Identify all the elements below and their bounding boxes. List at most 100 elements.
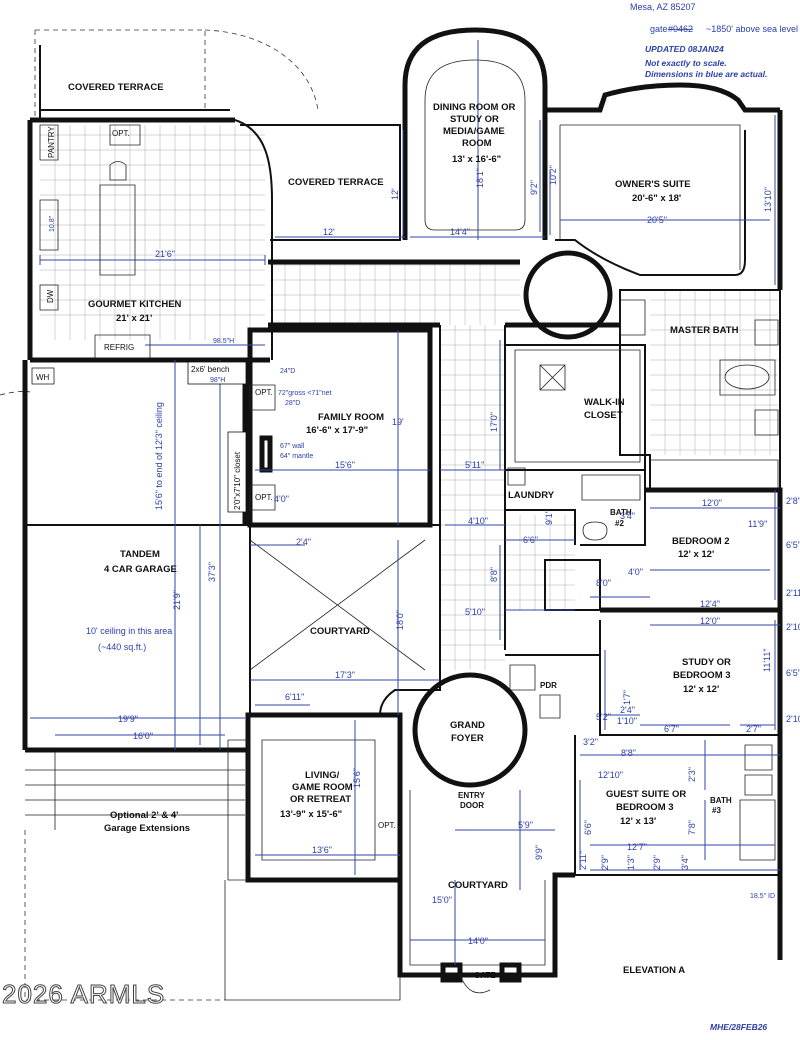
label-opt-kitchen: OPT. [112,129,130,138]
dim-court-14-0: 14'0" [468,936,488,946]
dim-study-6-7: 6'7" [664,724,679,734]
room-bedroom2-size: 12' x 12' [678,549,714,560]
footer-stamp: MHE/28FEB26 [710,1022,767,1032]
garage-extension-2: Garage Extensions [104,823,190,834]
dim-study-2-4: 2'4" [620,705,635,715]
room-kitchen-size: 21' x 21' [116,313,152,324]
dim-garage-21-9: 21'9" [172,590,182,610]
label-wh: WH [36,373,50,382]
dim-bed2-8-0: 8'0" [596,578,611,588]
dim-owners-9-2: 9'2" [529,180,539,195]
dim-closet: 2'0"x7'10" closet [233,451,242,510]
room-living-1: LIVING/ [305,770,340,781]
dim-court-6-11: 6'11" [285,692,304,702]
dim-entry-9-9: 9'9" [534,845,544,860]
dim-28d: 28"D [285,400,300,407]
room-courtyard-1: COURTYARD [310,626,370,637]
dim-family-19: 19' [392,417,404,427]
tile-grid-bath [650,290,778,455]
room-garage-1: TANDEM [120,549,160,560]
dim-terrace-depth: 12' [390,188,400,200]
dim-study-12-0: 12'0" [700,616,720,626]
dim-bench: 2x6' bench [191,365,229,374]
dim-guest-2-9a: 2'9" [600,855,610,870]
label-opt-family-2: OPT. [255,493,273,502]
dim-guest-6-6: 6'6" [583,820,593,835]
dim-bath2-3-4: 3'4" [620,511,635,521]
room-study-size: 12' x 12' [683,684,719,695]
room-laundry: LAUNDRY [508,490,555,501]
room-gate: GATE [474,971,496,980]
dim-court-2-4: 2'4" [296,537,311,547]
dim-study-5-2: 5'2" [596,712,611,722]
header-note-2: Dimensions in blue are actual. [645,69,767,79]
room-bath2-1: BATH [610,508,632,517]
room-guest-2: BEDROOM 3 [616,802,674,813]
room-dining-line-3: MEDIA/GAME [443,126,505,137]
dim-living-13-6: 13'6" [312,845,332,855]
dim-living-15-6: 15'6" [352,768,362,788]
room-foyer-1: GRAND [450,720,485,731]
dim-study-6-5: 6'5" [786,668,800,678]
dim-study-2-7: 2'7" [746,724,761,734]
dim-hall-5-10: 5'10" [465,607,485,617]
label-opt-living: OPT. [378,821,396,830]
dim-guest-2-3: 2'3" [687,767,697,782]
dim-guest-12-7: 12'7" [627,842,647,852]
dim-garage-37-3: 37'3" [207,562,217,582]
dim-study-11-11: 11'11" [762,648,772,672]
dim-hall-6-6: 6'6" [523,535,538,545]
dashed-outlines [0,29,319,396]
dim-owners-depth: 13'10" [763,187,773,212]
dim-garage-16-0: 16'0" [133,731,153,741]
dim-study-1-7: 1'7" [622,690,632,705]
dim-bed2-12-0: 12'0" [702,498,722,508]
room-bedroom2: BEDROOM 2 [672,536,730,547]
dim-court-18-0: 18'0" [395,610,405,630]
dim-walkin-17: 17'0" [489,412,499,432]
dim-bed2-2-11: 2'11" [786,588,800,598]
note-garage-sqft: (~440 sq.ft.) [98,642,146,652]
dim-garage-15-6: 15'6" to end of 12'3" ceiling [154,402,164,510]
header-note-1: Not exactly to scale. [645,58,727,68]
dim-hall-5-11: 5'11" [465,460,484,470]
room-dining-line-2: STUDY OR [450,114,499,125]
room-family: FAMILY ROOM [318,412,384,423]
dim-bed2-6-5: 6'5" [786,540,800,550]
dim-study-8-8: 8'8" [621,748,636,758]
dim-guest-2-9b: 2'9" [652,855,662,870]
room-dining-line-1: DINING ROOM OR [433,102,515,113]
room-walkin-2: CLOSET [584,410,623,421]
dim-dining-depth: 18'1" [475,168,485,188]
dim-study-3-2: 3'2" [583,737,598,747]
dim-study-1-10: 1'10" [617,716,637,726]
room-bath3-1: BATH [710,796,732,805]
dim-kitchen-width: 21'6" [155,249,175,259]
header-gate-label: gate [650,24,668,34]
walls [22,27,783,1001]
note-garage-ceiling: 10' ceiling in this area [86,626,172,636]
dimension-lines [30,40,780,965]
room-bath3-2: #3 [712,806,721,815]
room-walkin-1: WALK-IN [584,397,625,408]
dim-family-4-0: 4'0" [274,494,289,504]
dim-court-15-0: 15'0" [432,895,452,905]
dim-owners-width: 20'5" [647,215,667,225]
room-garage-2: 4 CAR GARAGE [104,564,177,575]
room-family-size: 16'-6" x 17'-9" [306,425,368,436]
room-study-2: BEDROOM 3 [673,670,731,681]
dim-guest-2-11: 2'11" [578,851,588,870]
room-owners-size: 20'-6" x 18' [632,193,681,204]
dim-dining-width: 14'4" [450,227,470,237]
dim-court-17-3: 17'3" [335,670,355,680]
label-dw: DW [46,289,55,303]
kitchen-fixtures [39,124,151,359]
room-dining-line-4: ROOM [462,138,492,149]
room-entry-1: ENTRY [458,791,485,800]
room-master-bath: MASTER BATH [670,325,739,336]
dim-hall-8-8: 8'8" [489,567,499,582]
dim-gross: 72"gross <71"net [278,390,331,397]
room-kitchen: GOURMET KITCHEN [88,299,182,310]
water-heater-box [31,367,55,385]
